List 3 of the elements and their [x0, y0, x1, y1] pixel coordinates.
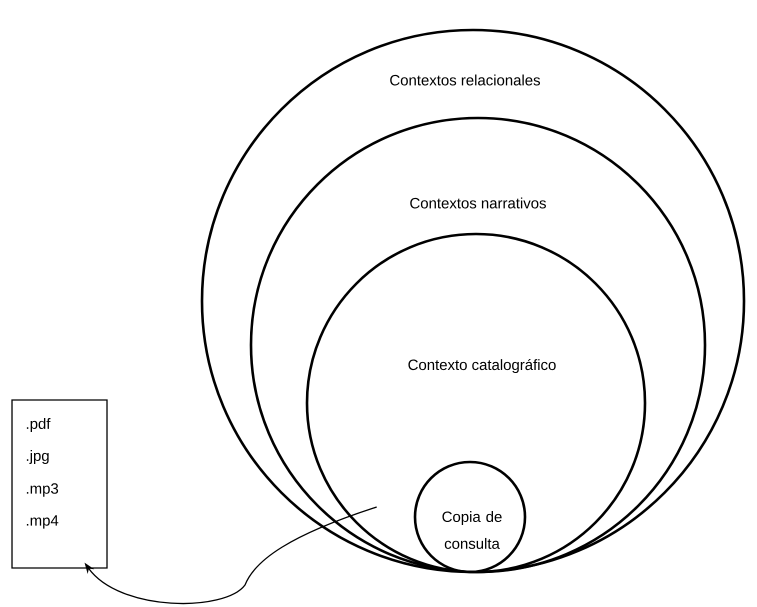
file-list-box: .pdf .jpg .mp3 .mp4: [11, 399, 108, 569]
circle-region: Copia de consulta: [414, 460, 526, 574]
curved-arrow: [84, 506, 377, 604]
